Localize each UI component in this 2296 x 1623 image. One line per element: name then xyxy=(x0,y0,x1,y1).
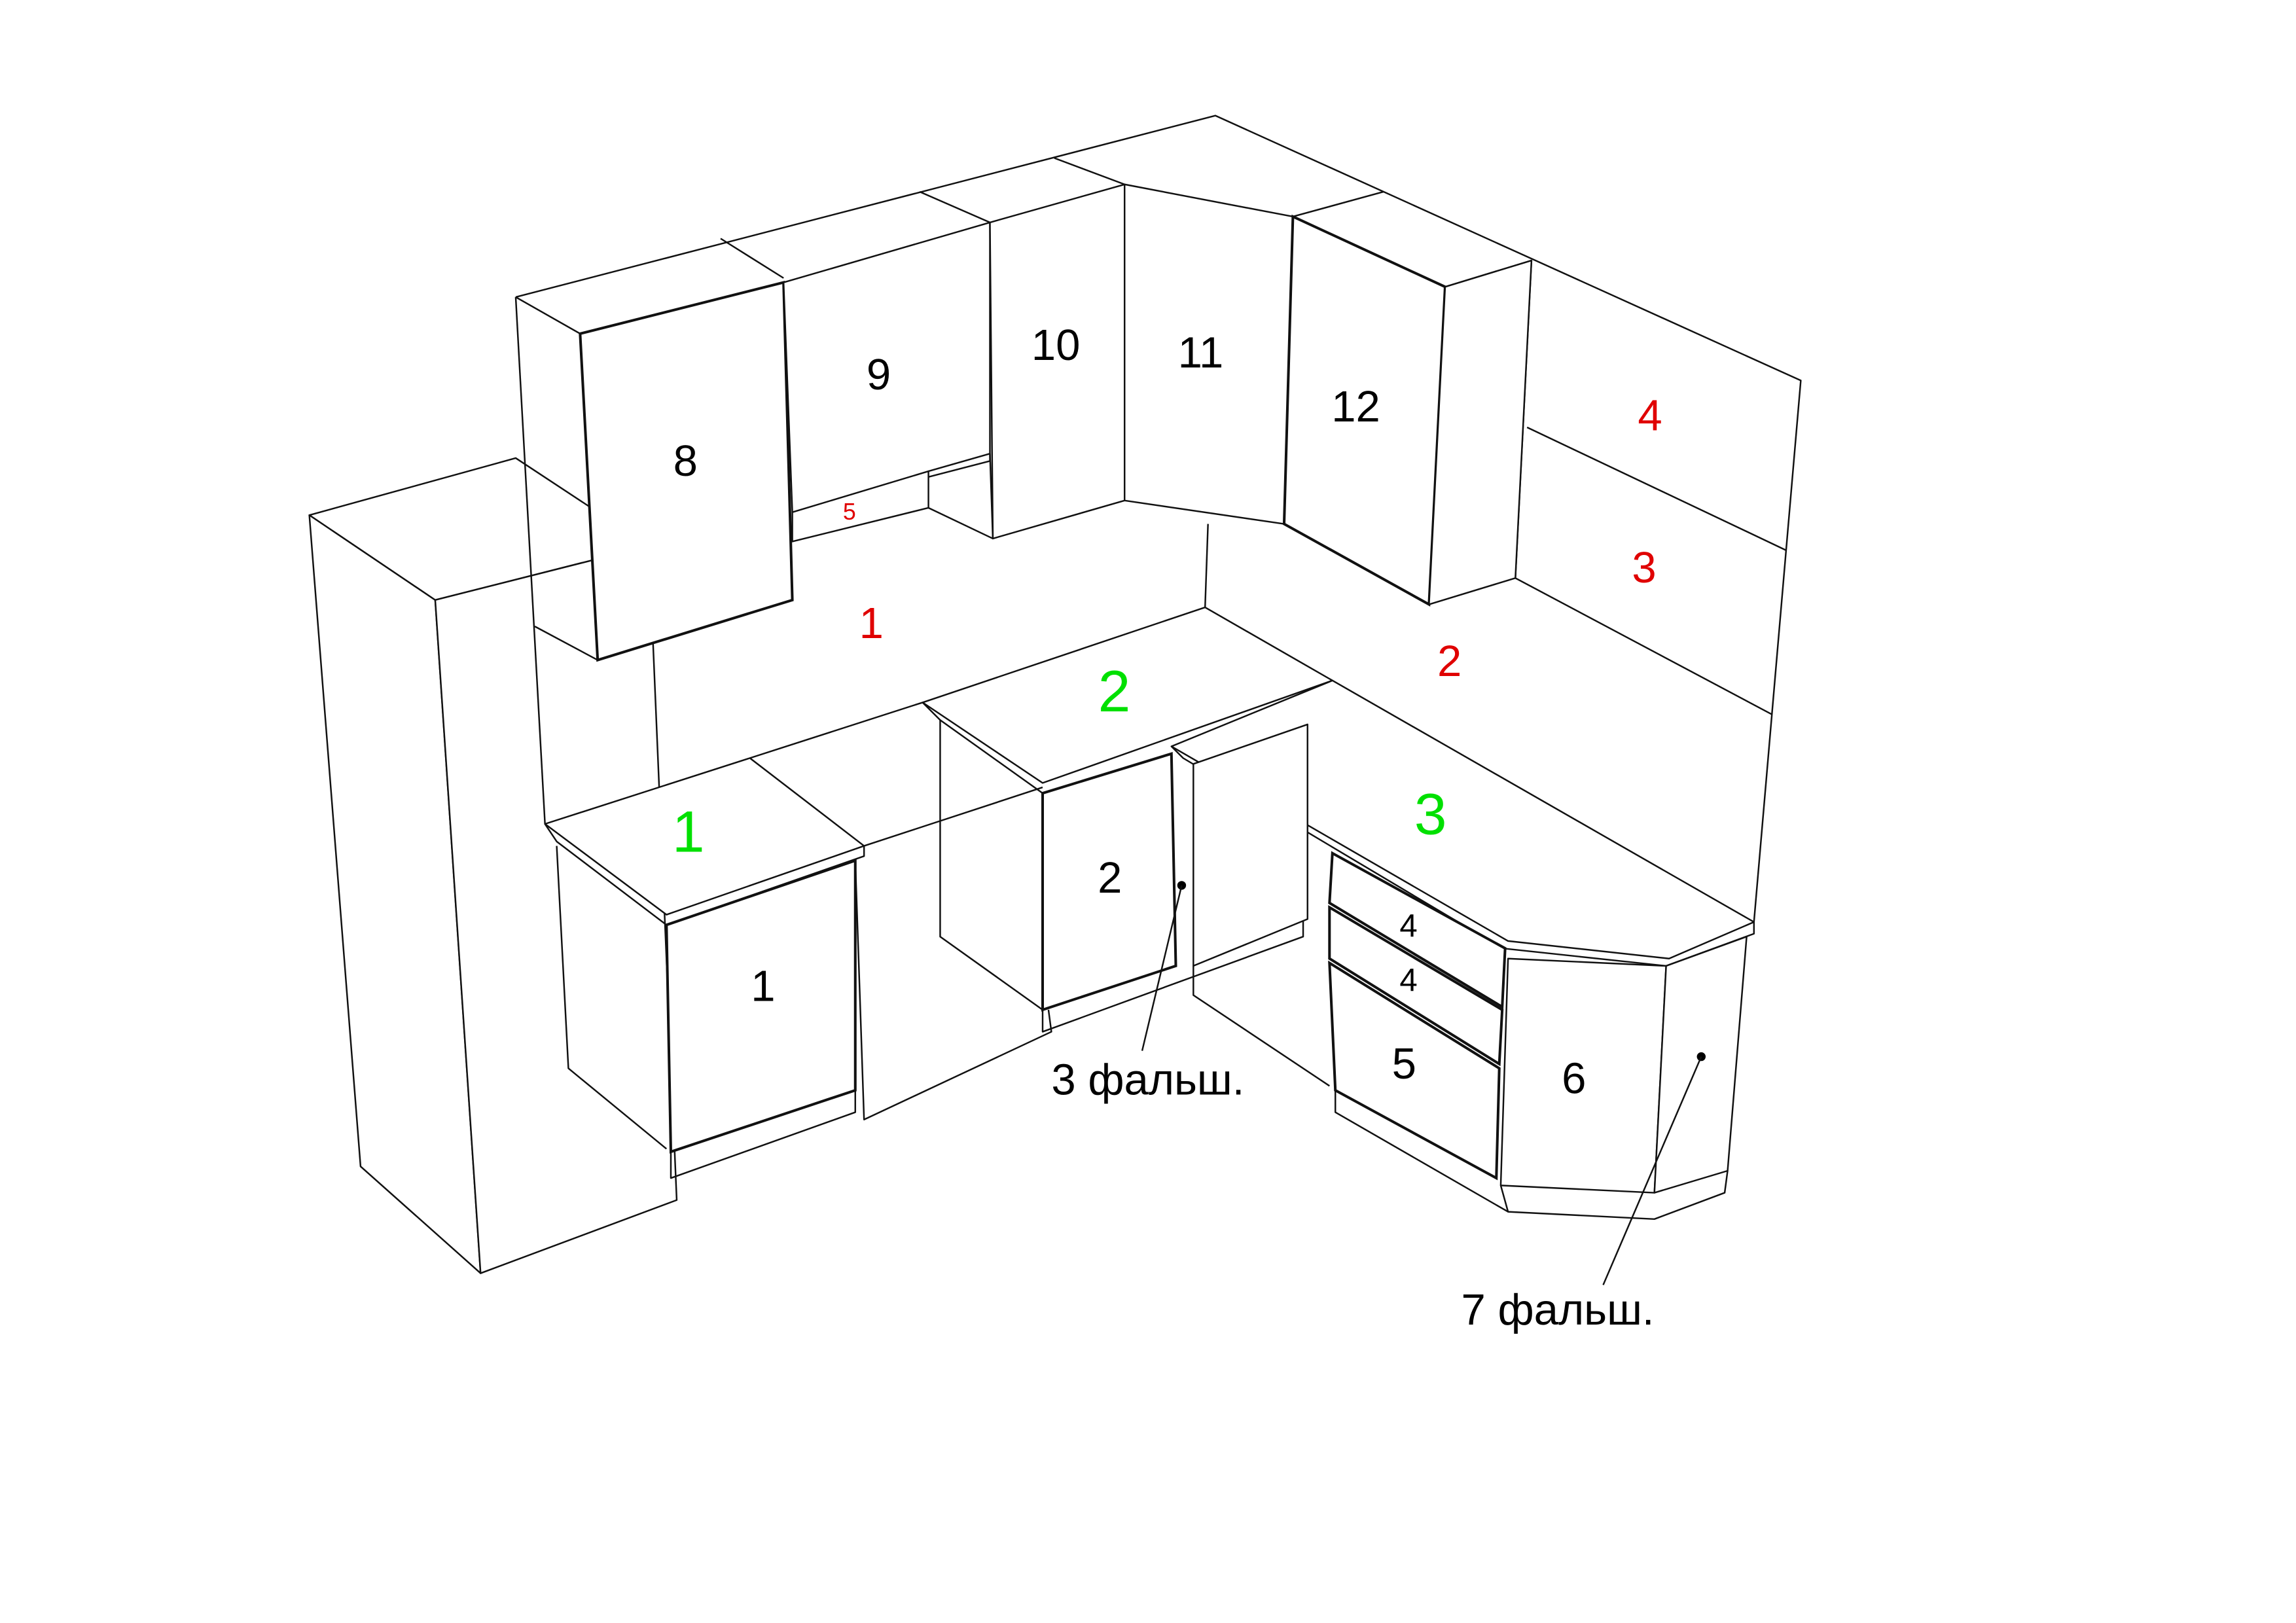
annotation-leaders xyxy=(1141,881,1706,1285)
annotation-false-door-3: 3 фальш. xyxy=(1051,1056,1244,1105)
upper-door-8 xyxy=(579,281,794,662)
drawer-5 xyxy=(1328,960,1501,1181)
label-upper-8: 8 xyxy=(673,437,698,486)
label-wall-panel-2: 2 xyxy=(1437,637,1462,686)
base-cabinets xyxy=(556,720,1748,1221)
false-door-3 xyxy=(1193,723,1308,967)
tall-cabinet xyxy=(308,457,678,1274)
label-countertop-1: 1 xyxy=(672,798,705,864)
label-base-1: 1 xyxy=(751,962,775,1011)
base-door-2 xyxy=(1041,751,1177,1012)
label-base-2: 2 xyxy=(1098,853,1122,902)
label-wall-panel-4: 4 xyxy=(1638,391,1662,440)
drawer-4b xyxy=(1328,904,1504,1067)
countertops xyxy=(544,606,1755,967)
label-upper-11: 11 xyxy=(1178,328,1224,377)
label-upper-12: 12 xyxy=(1331,382,1380,431)
label-countertop-2: 2 xyxy=(1098,658,1131,724)
label-countertop-3: 3 xyxy=(1414,781,1447,847)
label-drawer-4b: 4 xyxy=(1399,962,1417,998)
drawer-4a xyxy=(1328,851,1507,1009)
label-wall-panel-1: 1 xyxy=(859,599,884,648)
label-upper-9: 9 xyxy=(867,350,891,399)
false-door-7 xyxy=(1653,935,1748,1194)
label-base-5: 5 xyxy=(1392,1039,1416,1088)
label-upper-10: 10 xyxy=(1031,321,1081,370)
annotation-false-door-7: 7 фальш. xyxy=(1462,1285,1655,1334)
label-drawer-4a: 4 xyxy=(1399,908,1417,944)
upper-cabinets xyxy=(579,183,1533,662)
label-wall-panel-3: 3 xyxy=(1632,543,1656,592)
label-base-6: 6 xyxy=(1562,1054,1586,1103)
label-wall-panel-5: 5 xyxy=(843,499,856,525)
